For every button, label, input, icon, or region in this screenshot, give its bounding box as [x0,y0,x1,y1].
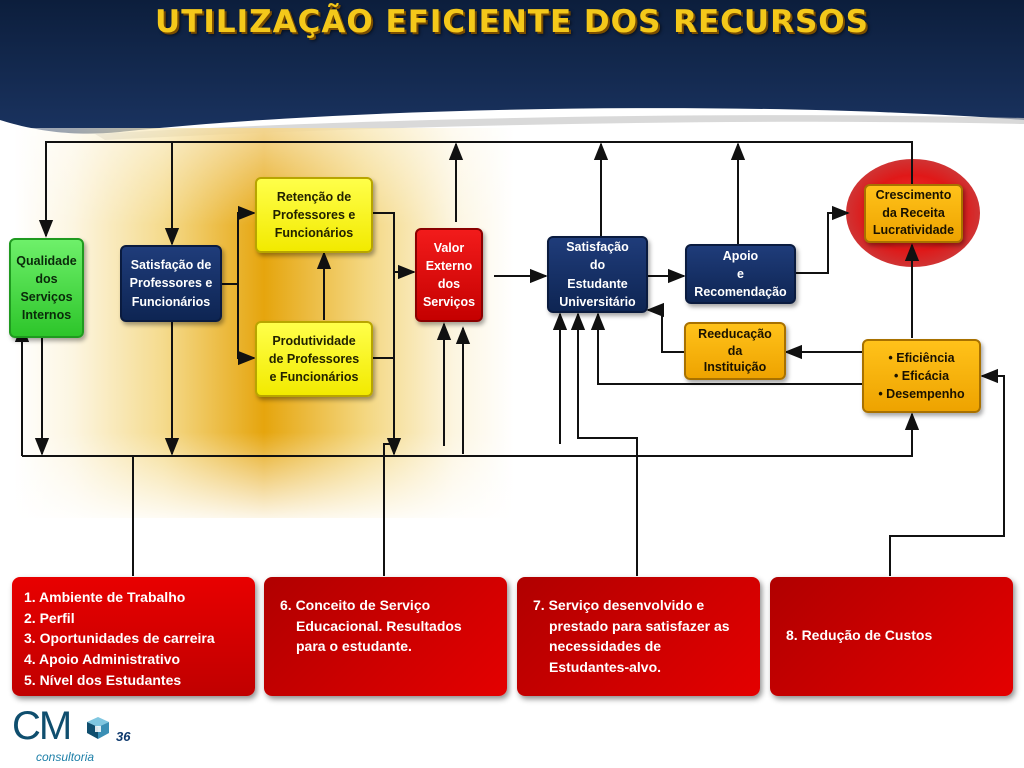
node-text: Internos [21,308,72,323]
panel-item: 4. Apoio Administrativo [24,651,181,668]
panel-item: 2. Perfil [24,609,75,626]
panel-reducao-custos: 8. Redução de Custos [770,577,1013,696]
node-text: Serviços [422,295,476,310]
node-reeducacao-instituicao: Reeducação da Instituição [684,322,786,380]
node-valor-externo-servicos: Valor Externo dos Serviços [415,228,483,322]
node-text: Funcionários [131,294,211,309]
node-text: Professores e [129,276,213,291]
node-text: Estudante [567,276,628,291]
node-text: e [737,266,744,281]
node-text: da [727,343,743,358]
node-text: dos [437,277,461,291]
node-satisfacao-professores: Satisfação de Professores e Funcionários [120,245,222,322]
node-text: Reeducação [698,326,772,341]
node-text: Serviços [20,290,73,304]
page-number: 36 [116,729,131,744]
panel-item: 3. Oportunidades de carreira [24,630,215,647]
node-crescimento-receita: Crescimento da Receita Lucratividade [864,184,963,243]
node-text: Retenção de [276,189,352,204]
node-text: Crescimento [875,188,952,203]
node-text: • Desempenho [878,387,965,402]
node-text: e Funcionários [269,370,359,385]
node-text: Professores e [272,207,356,222]
logo-brand: CM [12,704,72,748]
panel-conceito-servico: 6. Conceito de Serviço Educacional. Resu… [264,577,507,696]
panel-ambiente-trabalho: 1. Ambiente de Trabalho 2. Perfil 3. Opo… [12,577,255,696]
node-text: Instituição [703,360,767,375]
node-text: Satisfação [566,240,629,255]
node-text: Qualidade [16,253,77,268]
node-text: Produtividade [272,333,356,348]
node-retencao-professores: Retenção de Professores e Funcionários [255,177,373,253]
node-text: Externo [425,258,473,273]
slide-header: UTILIZAÇÃO EFICIENTE DOS RECURSOS [0,0,1024,150]
cube-icon [87,717,109,739]
node-text: Valor [433,240,465,255]
node-satisfacao-estudante: Satisfação do Estudante Universitário [547,236,648,313]
panel-servico-desenvolvido: 7. Serviço desenvolvido e prestado para … [517,577,760,696]
node-text: Lucratividade [872,223,955,238]
node-text: Funcionários [274,226,354,241]
node-text: Apoio [722,248,759,263]
node-text: • Eficiência [888,350,955,365]
company-logo: CM consultoria [12,704,112,764]
node-apoio-recomendacao: Apoio e Recomendação [685,244,796,304]
logo-subtitle: consultoria [36,750,95,764]
panel-item: 1. Ambiente de Trabalho [24,589,186,605]
slide-title: UTILIZAÇÃO EFICIENTE DOS RECURSOS [155,4,869,40]
panel-item: 6. Conceito de Serviço Educacional. Resu… [280,597,462,655]
node-produtividade-professores: Produtividade de Professores e Funcionár… [255,321,373,397]
node-text: Recomendação [694,285,787,300]
panel-item: 5. Nível dos Estudantes [24,671,182,688]
header-background [0,0,1024,140]
node-text: de Professores [268,351,360,366]
panel-item: 8. Redução de Custos [786,627,933,643]
node-text: dos [35,271,58,286]
node-qualidade-servicos-internos: Qualidade dos Serviços Internos [9,238,84,338]
node-eficiencia-eficacia-desempenho: • Eficiência • Eficácia • Desempenho [862,339,981,413]
node-text: do [589,258,606,273]
node-text: Satisfação de [130,258,212,273]
panel-item: 7. Serviço desenvolvido e prestado para … [533,597,730,676]
node-text: • Eficácia [893,368,950,383]
node-text: da Receita [882,205,945,220]
node-text: Universitário [559,294,636,309]
